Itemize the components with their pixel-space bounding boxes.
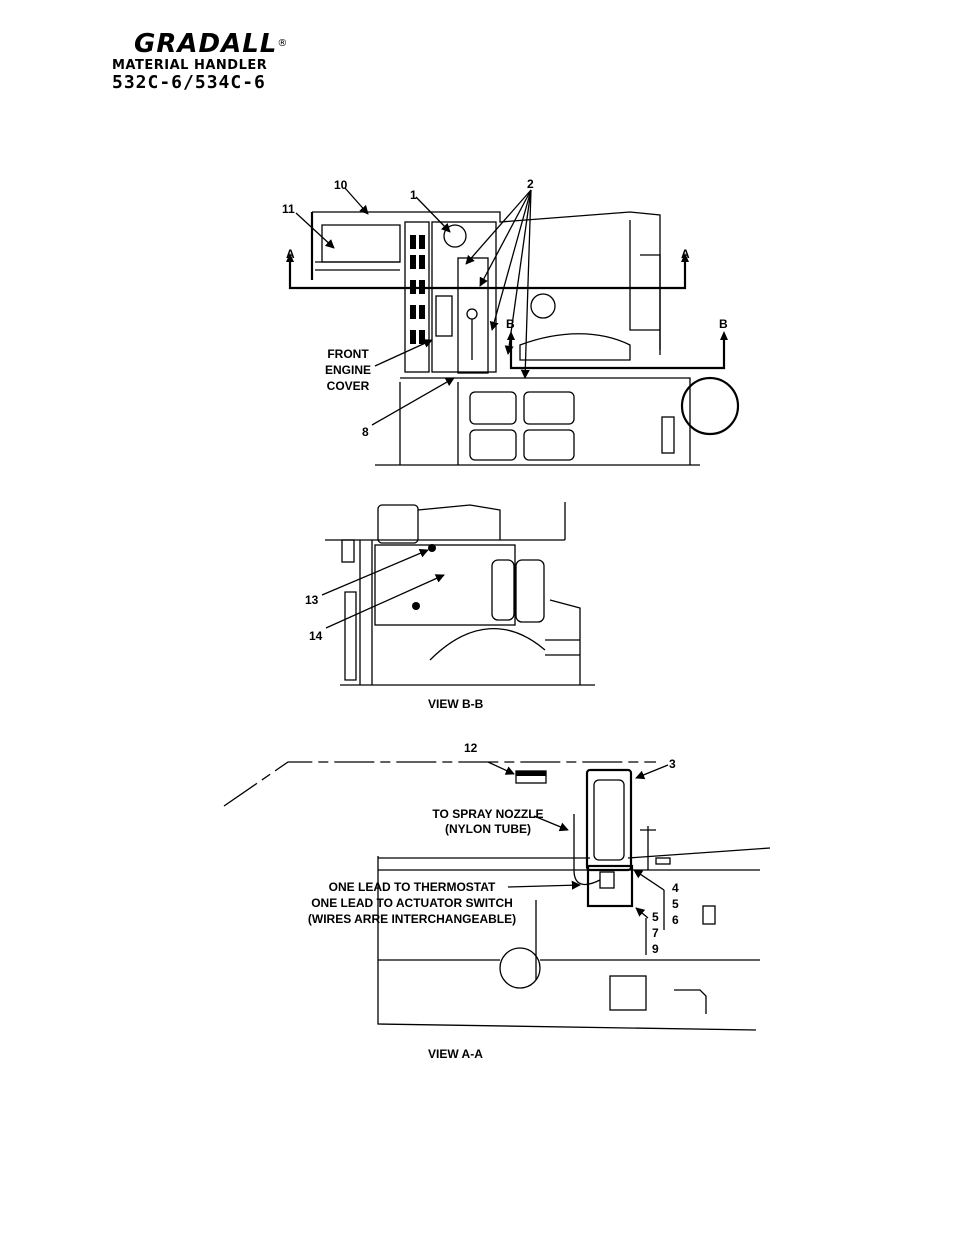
- section-a-left-label: A: [286, 247, 295, 261]
- bb-reservoir: [377, 504, 419, 544]
- callout-12: 12: [464, 741, 478, 755]
- aa-clip: [702, 905, 716, 925]
- thermostat-note-line-3: (WIRES ARRE INTERCHANGEABLE): [308, 912, 516, 926]
- aa-leader-579: [635, 907, 649, 919]
- hose-right: [640, 254, 661, 350]
- model-number: 532C-6/534C-6: [112, 72, 266, 93]
- frame-cutout-1: [469, 391, 517, 425]
- bb-leader-14: [325, 574, 445, 629]
- bb-filter-2: [515, 559, 545, 623]
- front-engine-cover-line-2: ENGINE: [325, 363, 371, 377]
- bb-cover: [417, 504, 501, 540]
- aa-fitting: [655, 857, 671, 865]
- callout-3: 3: [669, 757, 676, 771]
- aa-hook-bracket: [674, 989, 707, 1014]
- bb-fitting-14: [412, 602, 420, 610]
- top-engine-view: 10 11 1 2 A A B B FRONT ENGINE COVER 8: [282, 177, 740, 466]
- radiator-rail: [315, 261, 400, 271]
- top-view-leaders: [295, 187, 532, 426]
- spray-nozzle-line-1: TO SPRAY NOZZLE: [432, 807, 543, 821]
- housing-top-edge: [312, 211, 661, 355]
- bracket-plate: [661, 416, 675, 454]
- callout-14: 14: [309, 629, 323, 643]
- access-plate: [435, 295, 453, 337]
- frame-posts: [399, 382, 459, 465]
- aa-frame-outline: [377, 856, 757, 1031]
- air-cleaner-drum: [680, 376, 740, 436]
- view-aa: 12 3 TO SPRAY NOZZLE (NYLON TUBE) ONE LE…: [223, 741, 771, 1061]
- brand-name: GRADALL: [134, 29, 278, 59]
- aa-reservoir-bottle: [593, 779, 625, 861]
- fan-hub: [443, 224, 467, 248]
- callout-10: 10: [334, 178, 348, 192]
- bb-leader-13: [321, 549, 429, 596]
- frame-cutout-4: [523, 429, 575, 461]
- aa-pump-plate: [586, 864, 634, 908]
- aa-top-panel-edge: [223, 761, 656, 807]
- radiator-panel: [321, 224, 401, 263]
- callout-4: 4: [672, 881, 679, 895]
- view-aa-caption: VIEW A-A: [428, 1047, 483, 1061]
- view-bb-caption: VIEW B-B: [428, 697, 484, 711]
- callout-1: 1: [410, 188, 417, 202]
- bb-bracket: [545, 599, 581, 685]
- callout-13: 13: [305, 593, 319, 607]
- bb-fitting-13: [428, 544, 436, 552]
- section-b-line: [509, 340, 726, 370]
- callout-5-lower: 5: [652, 910, 659, 924]
- frame-cutout-2: [523, 391, 575, 425]
- aa-nylon-tube: [573, 814, 601, 886]
- section-a-right-label: A: [681, 247, 690, 261]
- coolant-cap: [530, 293, 556, 319]
- frame-cutout-3: [469, 429, 517, 461]
- section-a-line: [288, 262, 687, 290]
- bb-engine-block: [374, 544, 516, 626]
- callout-6: 6: [672, 913, 679, 927]
- bb-filter-1: [491, 559, 515, 621]
- aa-frame-hole: [499, 947, 541, 989]
- callout-7: 7: [652, 926, 659, 940]
- engine-block: [431, 221, 497, 373]
- aa-leader-spray: [533, 815, 569, 832]
- spray-nozzle-line-2: (NYLON TUBE): [445, 822, 531, 836]
- view-bb: 13 14 VIEW B-B: [305, 502, 595, 711]
- thermostat-note-line-1: ONE LEAD TO THERMOSTAT: [329, 880, 496, 894]
- bb-pulley: [344, 591, 357, 681]
- callout-5-upper: 5: [672, 897, 679, 911]
- callout-8: 8: [362, 425, 369, 439]
- bb-top-rail: [325, 502, 566, 541]
- thermostat-note-line-2: ONE LEAD TO ACTUATOR SWITCH: [311, 896, 513, 910]
- aa-leader-12: [487, 761, 515, 775]
- intake-hose: [519, 333, 631, 361]
- aa-leader-3: [635, 764, 669, 780]
- front-engine-cover-line-3: COVER: [327, 379, 370, 393]
- frame-top: [400, 377, 691, 465]
- front-engine-cover-line-1: FRONT: [327, 347, 369, 361]
- product-subtitle: MATERIAL HANDLER: [112, 58, 268, 73]
- aa-leader-456: [633, 869, 665, 891]
- filter-canister: [457, 257, 489, 374]
- callout-2: 2: [527, 177, 534, 191]
- registered-mark: ®: [277, 38, 289, 49]
- callout-11: 11: [282, 202, 295, 216]
- bb-hose: [429, 628, 546, 661]
- aa-mount-stud: [640, 826, 656, 870]
- housing-right-panel: [629, 220, 660, 331]
- aa-battery-box: [609, 975, 647, 1011]
- section-b-right-label: B: [719, 317, 728, 331]
- aa-deck-top: [378, 847, 771, 859]
- aa-decal-12-band: [516, 771, 546, 776]
- brand-logo: GRADALL®: [134, 30, 288, 58]
- dipstick-knob: [466, 308, 478, 320]
- callout-9: 9: [652, 942, 659, 956]
- section-b-left-label: B: [506, 317, 515, 331]
- document-header: GRADALL® MATERIAL HANDLER 532C-6/534C-6: [112, 30, 288, 93]
- bb-cap: [341, 539, 355, 563]
- aa-pump-motor: [599, 871, 615, 889]
- grille-slots: [404, 221, 430, 373]
- aa-leader-thermostat: [507, 880, 581, 890]
